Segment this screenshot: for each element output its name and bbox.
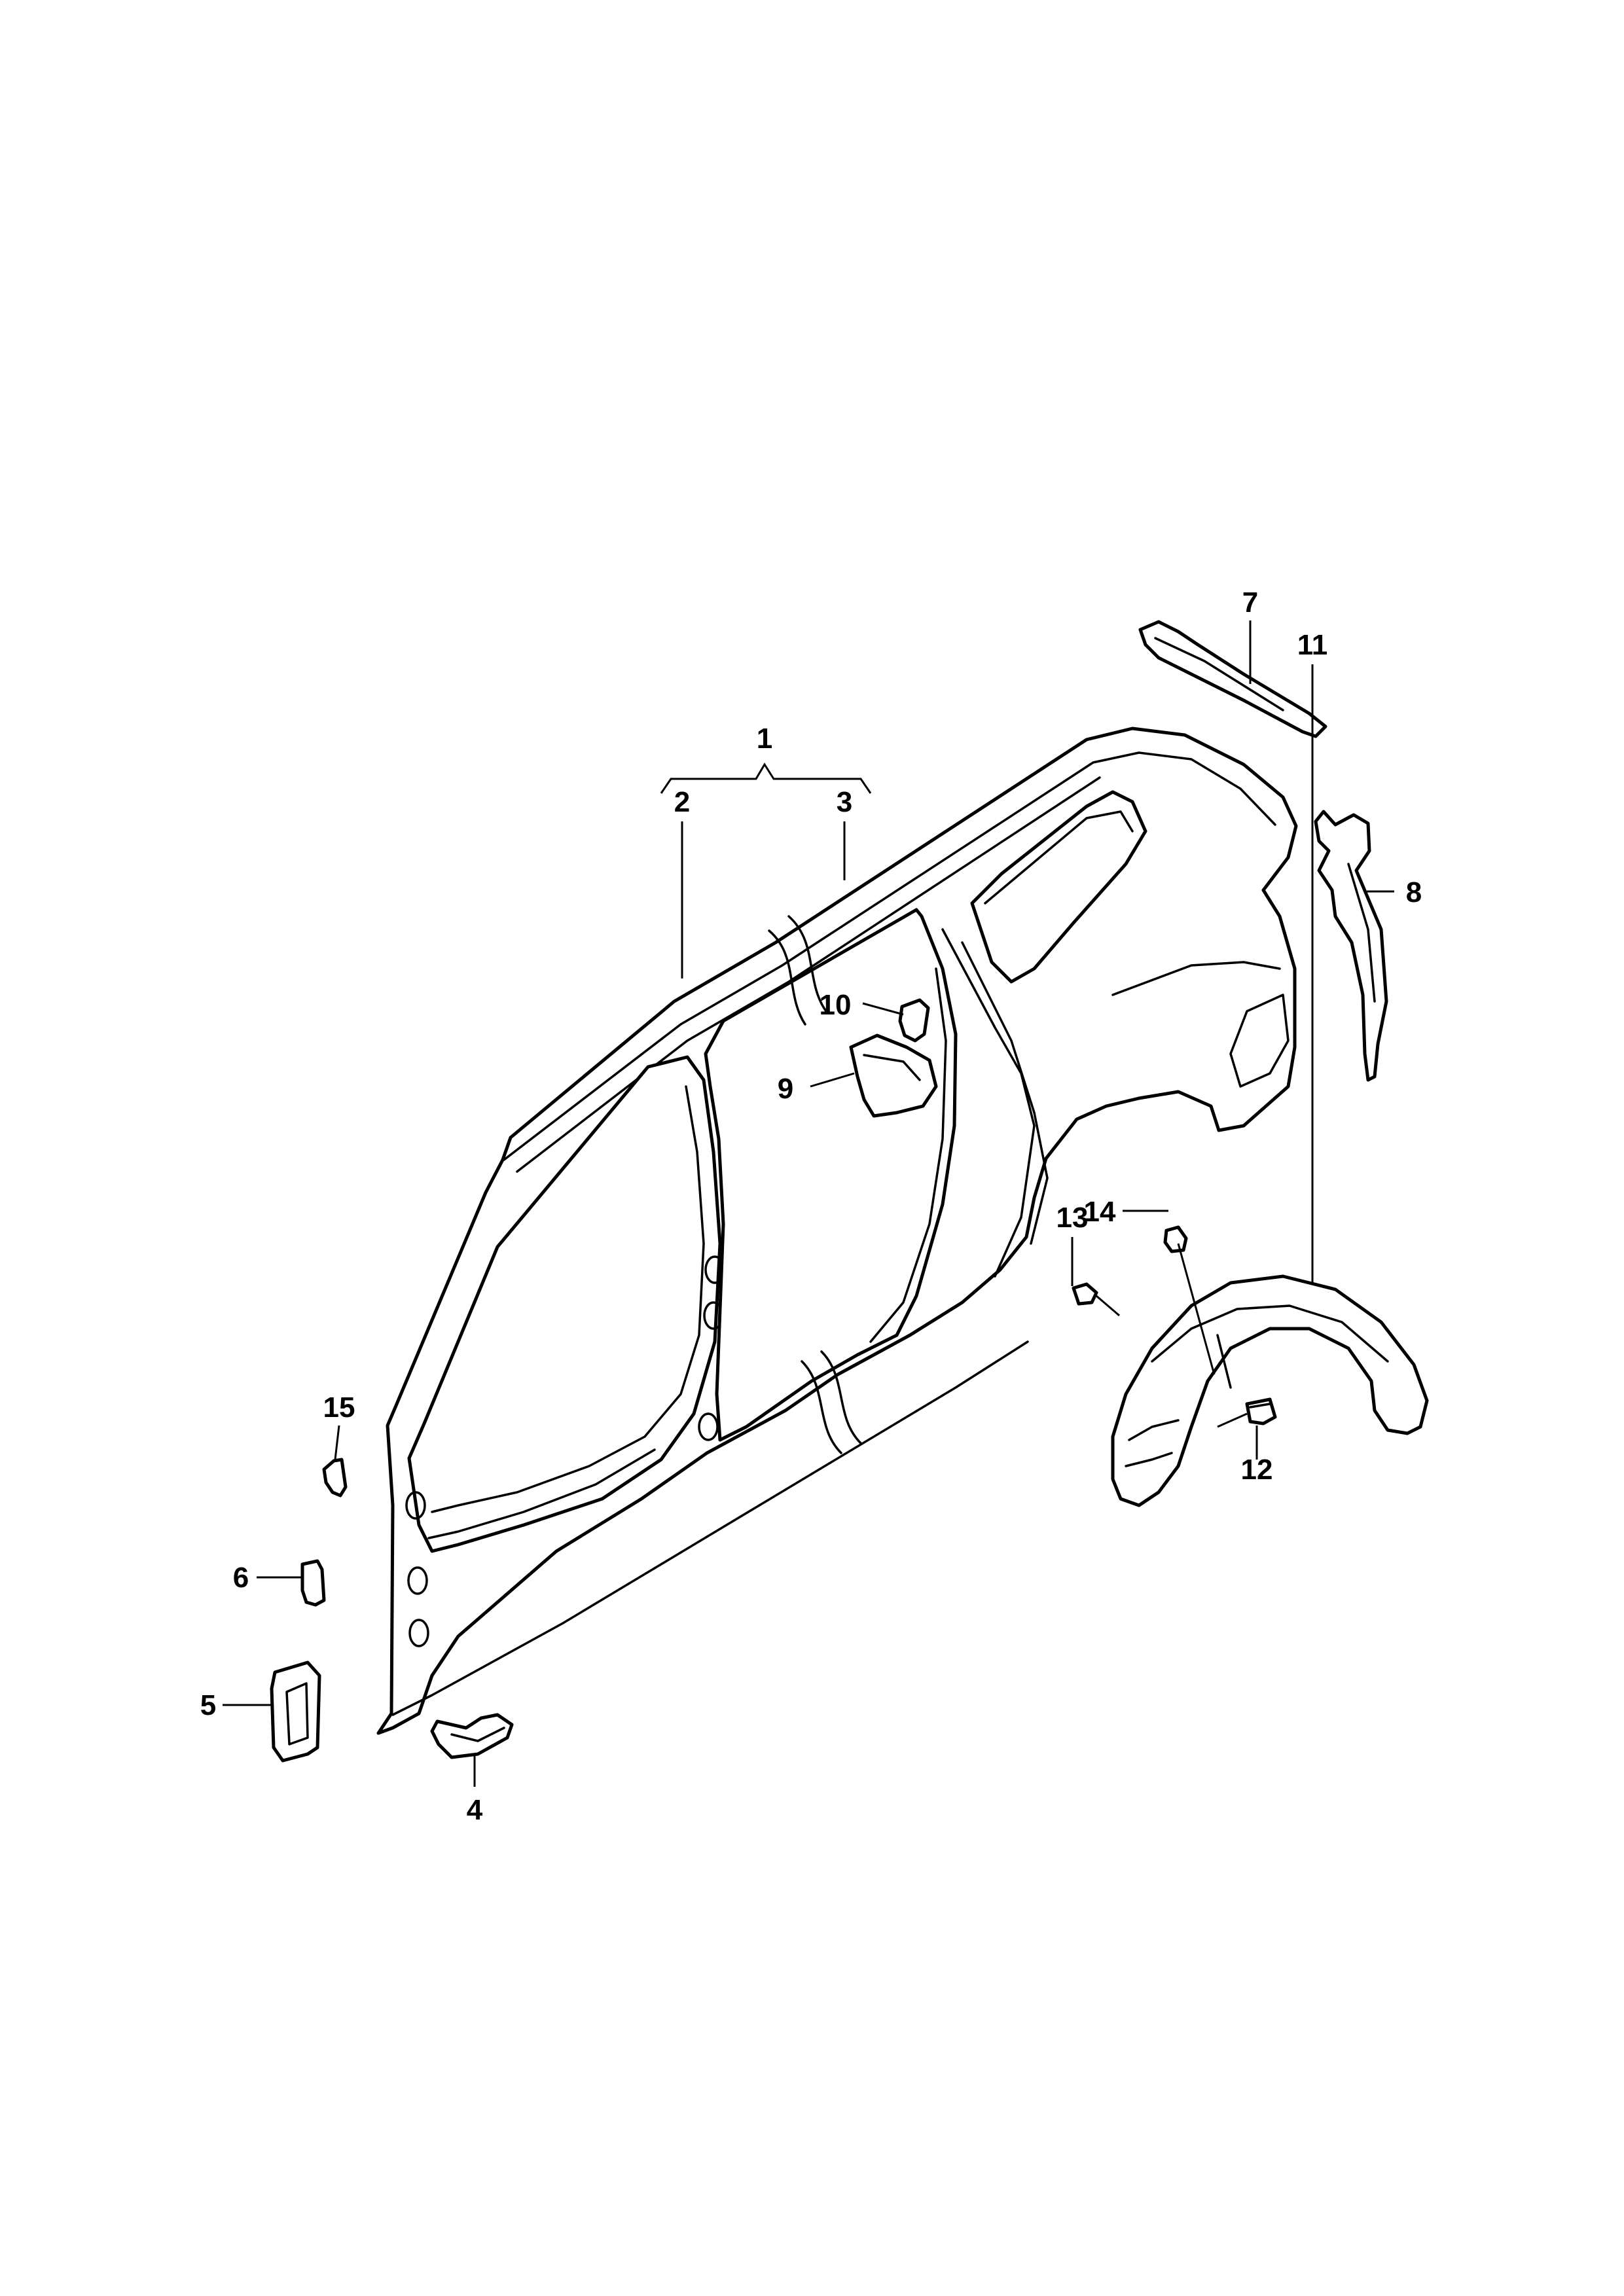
part-4-bracket[interactable] [430, 1713, 514, 1759]
callout-15: 15 [323, 1391, 355, 1424]
leader-lines [223, 620, 1394, 1787]
callout-14: 14 [1084, 1196, 1116, 1228]
part-15-clip[interactable] [322, 1458, 348, 1498]
callout-9: 9 [778, 1073, 793, 1105]
callout-5: 5 [200, 1689, 216, 1721]
part-11-wheelhouse-liner[interactable] [1111, 1274, 1429, 1507]
callout-12: 12 [1241, 1454, 1273, 1486]
callout-6: 6 [233, 1562, 249, 1594]
callout-7: 7 [1242, 586, 1258, 619]
callout-8: 8 [1406, 876, 1422, 908]
part-12-bolt[interactable] [1245, 1397, 1277, 1426]
callout-13: 13 [1056, 1202, 1089, 1234]
callout-3: 3 [837, 786, 852, 818]
callout-1: 1 [757, 723, 772, 755]
part-14-clip[interactable] [1163, 1225, 1188, 1253]
callout-labels: 1 2 3 4 5 6 7 8 9 10 11 12 13 14 15 [200, 586, 1422, 1826]
body-side-panel[interactable] [376, 726, 1298, 1735]
part-8-rear-bracket[interactable] [1314, 810, 1388, 1082]
part-7-rail-bracket[interactable] [1138, 620, 1327, 738]
callout-4: 4 [467, 1794, 483, 1826]
part-10-bracket[interactable] [898, 998, 930, 1043]
part-13-screw[interactable] [1072, 1282, 1098, 1306]
callout-10: 10 [820, 989, 852, 1021]
callout-2: 2 [674, 786, 690, 818]
callout-11: 11 [1297, 629, 1328, 661]
part-6-bracket[interactable] [300, 1559, 326, 1607]
part-9-inner-bracket[interactable] [849, 1033, 938, 1118]
part-5-reinforcement[interactable] [270, 1660, 321, 1763]
